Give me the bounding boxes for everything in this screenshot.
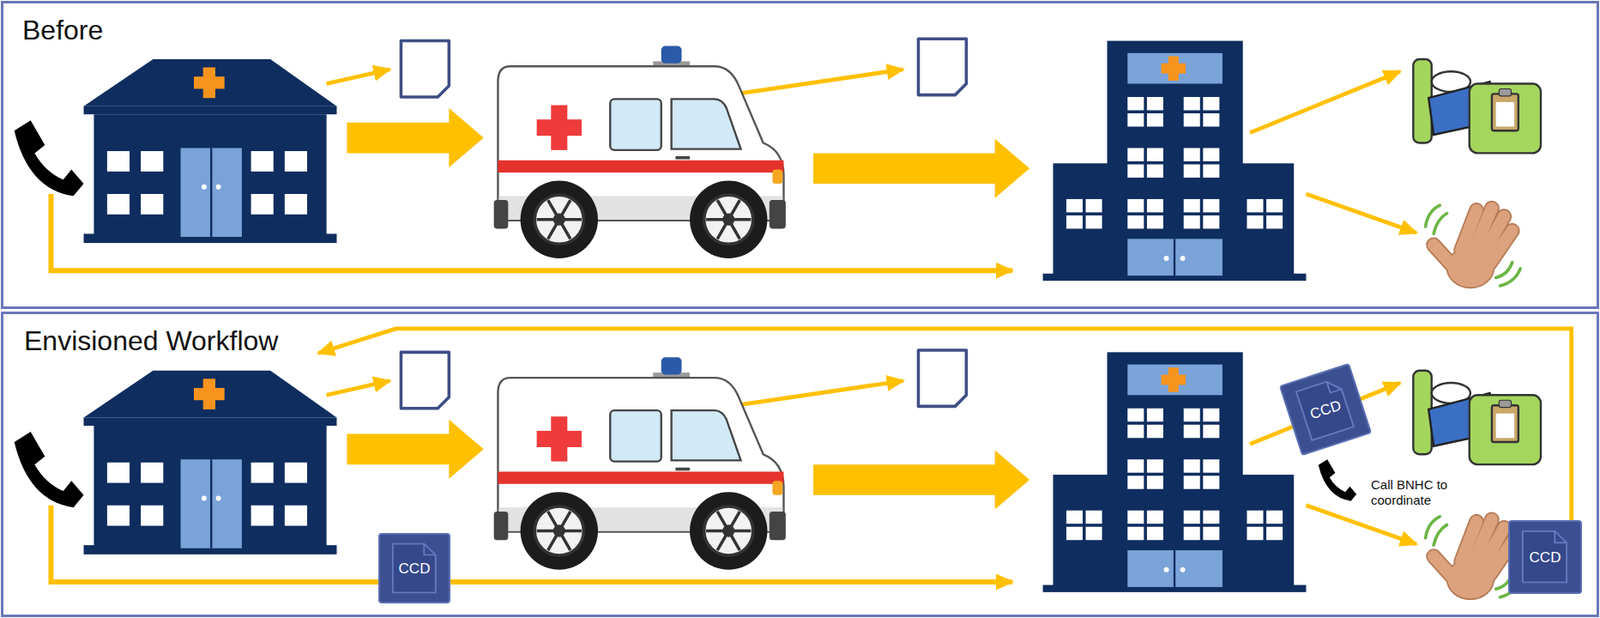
ccd-page-fold: [1555, 531, 1568, 543]
panel-title: Before: [22, 15, 103, 46]
ccd-page-fold: [1327, 378, 1342, 393]
ccd-document: CCD: [1279, 362, 1372, 456]
ccd-label: CCD: [398, 561, 431, 576]
scaled-layer-part: [14, 350, 1541, 599]
ccd-page-fold: [424, 543, 436, 556]
ccd-page: [392, 543, 436, 593]
scaled-layer: [14, 38, 1572, 599]
scaled-layer-part: [1318, 458, 1357, 501]
call-note: Call BNHC to coordinate: [1370, 476, 1457, 508]
scaled-layer-part: [14, 38, 1541, 288]
ccd-document: CCD: [378, 532, 451, 604]
feedback-line: [318, 328, 1572, 523]
ccd-page: [1296, 378, 1354, 441]
ccd-label: CCD: [1529, 549, 1562, 565]
ccd-document: CCD: [1508, 519, 1582, 594]
panel-title: Envisioned Workflow: [24, 326, 278, 357]
ccd-page: [1522, 531, 1567, 583]
